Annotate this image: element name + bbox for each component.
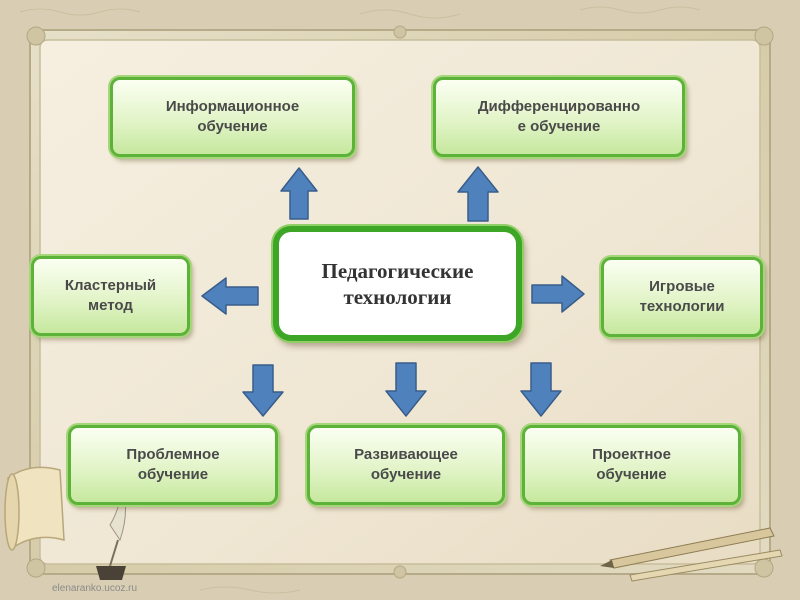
node-developing-learning: Развивающее обучение (307, 425, 505, 505)
node-problem-learning: Проблемное обучение (68, 425, 278, 505)
pen-icon (600, 527, 783, 582)
arrow-left-icon (201, 277, 259, 315)
arrow-up-icon (280, 167, 318, 220)
scroll-icon (4, 466, 65, 551)
arrow-down-icon (385, 362, 427, 417)
arrow-down-icon (520, 362, 562, 417)
watermark-text: elenaranko.ucoz.ru (52, 583, 138, 594)
arrow-up-icon (457, 166, 499, 222)
center-node-pedagogical-technologies: Педагогические технологии (273, 226, 522, 341)
node-information-learning: Информационное обучение (110, 77, 355, 157)
node-differentiated-learning: Дифференцированно е обучение (433, 77, 685, 157)
arrow-right-icon (531, 275, 585, 313)
node-project-learning: Проектное обучение (522, 425, 741, 505)
arrow-down-icon (242, 364, 284, 417)
node-game-technologies: Игровые технологии (601, 257, 763, 337)
node-cluster-method: Кластерный метод (31, 256, 190, 336)
